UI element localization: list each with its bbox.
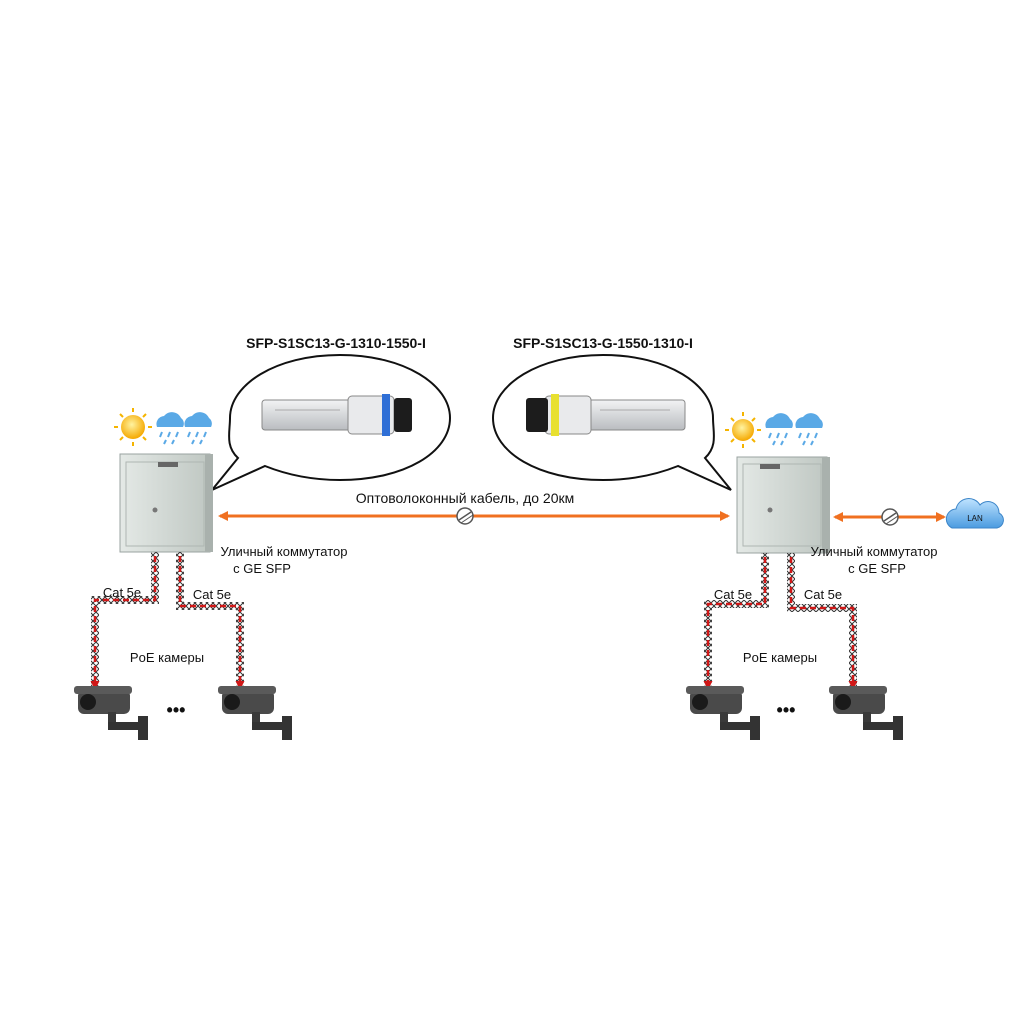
- sun-icon: [114, 408, 152, 446]
- camera-icon: [74, 686, 148, 740]
- sfp-module-icon: [526, 394, 686, 436]
- cat5e-cable-right-a: [703, 553, 769, 690]
- sfp-left-label: SFP-S1SC13-G-1310-1550-I: [246, 335, 426, 351]
- cable-label: Cat 5e: [193, 587, 231, 602]
- cameras-right-label: PoE камеры: [743, 650, 817, 665]
- cat5e-cable-right-b: [787, 553, 858, 690]
- lan-label: LAN: [967, 514, 983, 523]
- switch-right-label-line2: с GE SFP: [848, 561, 906, 576]
- cabinet-icon: [736, 456, 830, 554]
- cable-label: Cat 5e: [714, 587, 752, 602]
- cameras-left-label: PoE камеры: [130, 650, 204, 665]
- cabinet-icon: [119, 453, 213, 553]
- cat5e-cable-left-a: [90, 552, 159, 690]
- cable-label: Cat 5e: [103, 585, 141, 600]
- cable-label: Cat 5e: [804, 587, 842, 602]
- ellipsis: •••: [167, 700, 186, 720]
- sfp-callout-left: [211, 353, 452, 491]
- lan-cloud-icon: [945, 498, 1004, 529]
- camera-icon: [686, 686, 760, 740]
- switch-right-label-line1: Уличный коммутатор: [810, 544, 937, 559]
- sfp-right-label: SFP-S1SC13-G-1550-1310-I: [513, 335, 693, 351]
- cat5e-cable-left-b: [176, 552, 245, 690]
- splice-icon: [456, 507, 474, 525]
- switch-left-label-line1: Уличный коммутатор: [220, 544, 347, 559]
- rain-cloud-icon: [765, 413, 793, 446]
- ellipsis: •••: [777, 700, 796, 720]
- splice-icon: [881, 508, 899, 526]
- rain-cloud-icon: [156, 412, 184, 445]
- rain-cloud-icon: [795, 413, 823, 446]
- fiber-link-label: Оптоволоконный кабель, до 20км: [356, 490, 575, 506]
- camera-icon: [218, 686, 292, 740]
- switch-left-label-line2: с GE SFP: [233, 561, 291, 576]
- sfp-callout-right: [491, 353, 732, 491]
- camera-icon: [829, 686, 903, 740]
- sun-icon: [725, 412, 761, 448]
- rain-cloud-icon: [184, 412, 212, 445]
- sfp-module-icon: [261, 394, 412, 436]
